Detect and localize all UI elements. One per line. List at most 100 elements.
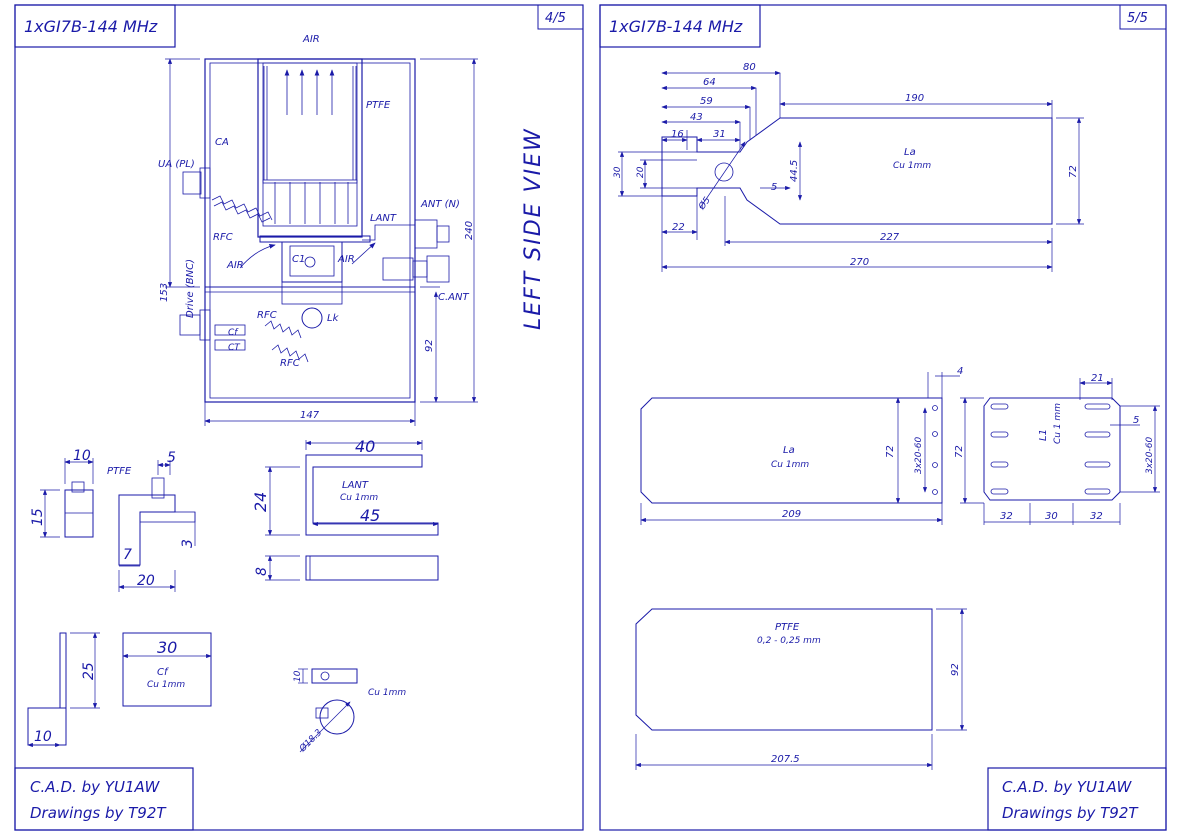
dim-3: 3: [180, 539, 196, 548]
dim-207-5: 207.5: [771, 754, 800, 765]
dim-72-b: 72: [885, 445, 896, 458]
dim-5-r: 5: [771, 182, 777, 193]
label-lant: LANT: [370, 213, 397, 224]
dim-92: 92: [424, 339, 435, 352]
dim-31: 31: [713, 129, 726, 140]
dim-4: 4: [957, 366, 963, 377]
label-l1: L1: [1038, 429, 1049, 441]
holes-label-1: 3x20-60: [914, 437, 924, 474]
sheet-left: 1xGI7B-144 MHz 4/5 LEFT SIDE VIEW: [14, 4, 584, 831]
label-rfc-1: RFC: [213, 232, 233, 243]
dim-80: 80: [743, 62, 756, 73]
sheet-right: 1xGI7B-144 MHz 5/5: [599, 4, 1167, 831]
clamp-part: [298, 668, 358, 753]
dim-phi-18-3: Ø18.3: [297, 727, 325, 755]
title-box-left: [14, 4, 176, 48]
credit-drawings-left: Drawings by T92T: [30, 804, 167, 822]
dim-32-b: 32: [1090, 511, 1103, 522]
label-cu-r3: Cu 1 mm: [1053, 403, 1063, 444]
dim-22: 22: [672, 222, 685, 233]
dim-7: 7: [123, 547, 132, 563]
dim-43: 43: [690, 112, 703, 123]
label-drive: Drive (BNC): [185, 259, 196, 318]
dim-209: 209: [782, 509, 801, 520]
dim-25: 25: [81, 662, 97, 680]
dim-44-5: 44.5: [789, 160, 800, 182]
label-rfc-2: RFC: [257, 310, 277, 321]
label-ua: UA (PL): [158, 159, 195, 170]
label-ptfe-r: PTFE: [775, 622, 800, 633]
dim-30: 30: [157, 638, 177, 657]
credit-drawings-right: Drawings by T92T: [1002, 804, 1139, 822]
holes-label-2: 3x20-60: [1145, 437, 1155, 474]
label-cf-2: Cf: [157, 667, 169, 678]
label-cu-1: Cu 1mm: [340, 493, 378, 503]
label-air-left: AIR: [226, 260, 244, 271]
dim-40: 40: [355, 437, 375, 456]
dim-92-r: 92: [950, 663, 961, 676]
dim-5: 5: [167, 450, 176, 466]
dim-270: 270: [850, 257, 869, 268]
credit-box-right: [987, 767, 1167, 831]
label-c-ant: C.ANT: [438, 292, 469, 303]
ptfe-sheet: [635, 608, 967, 770]
dim-30-r: 30: [613, 166, 623, 178]
dim-phi-5: Ø5: [696, 195, 713, 213]
label-ptfe-2: PTFE: [107, 466, 132, 477]
dim-5-b: 5: [1133, 415, 1139, 426]
dim-59: 59: [700, 96, 713, 107]
label-ptfe: PTFE: [366, 100, 391, 111]
page-box-left: [537, 4, 584, 30]
credit-cad-right: C.A.D. by YU1AW: [1002, 778, 1132, 796]
dim-10-c: 10: [293, 670, 303, 682]
label-c1: C1: [292, 254, 305, 265]
label-ca: CA: [215, 137, 229, 148]
label-lk: Lk: [327, 313, 340, 324]
title-right: 1xGI7B-144 MHz: [609, 17, 743, 36]
cf-plate: [122, 632, 212, 707]
page-number-left: 4/5: [545, 11, 566, 26]
dim-10-b: 10: [34, 729, 52, 745]
dim-21: 21: [1091, 373, 1104, 384]
l-bracket: [27, 632, 100, 748]
sheet-right-border: [599, 4, 1167, 831]
dim-8: 8: [254, 567, 270, 576]
label-la-2: La: [783, 445, 795, 456]
dim-72-c: 72: [954, 445, 965, 458]
credit-cad-left: C.A.D. by YU1AW: [30, 778, 160, 796]
clip-part: [40, 458, 94, 538]
dim-240: 240: [464, 221, 475, 240]
dim-147: 147: [300, 410, 320, 421]
dim-72-a: 72: [1068, 165, 1079, 178]
page-box-right: [1119, 4, 1167, 30]
dim-15: 15: [30, 508, 46, 526]
la-strip-bottom: [640, 372, 960, 525]
dim-64: 64: [703, 77, 716, 88]
rfc-coil-lower: [264, 320, 309, 363]
label-ant: ANT (N): [420, 199, 460, 210]
label-air-top: AIR: [302, 34, 320, 45]
ptfe-bracket: [118, 460, 196, 592]
dim-190: 190: [905, 93, 924, 104]
dim-227: 227: [880, 232, 900, 243]
label-air-right: AIR: [337, 254, 355, 265]
dim-32-a: 32: [1000, 511, 1013, 522]
label-cu-r2: Cu 1mm: [771, 460, 809, 470]
l1-plate: [960, 378, 1160, 525]
label-la-1: La: [904, 147, 916, 158]
dim-10-a: 10: [73, 448, 91, 464]
dim-20: 20: [137, 573, 155, 589]
dim-16: 16: [671, 129, 684, 140]
label-cf: Cf: [228, 328, 239, 338]
dim-45: 45: [360, 506, 380, 525]
credit-box-left: [14, 767, 194, 831]
label-cu-r1: Cu 1mm: [893, 161, 931, 171]
dim-20-r: 20: [636, 166, 646, 178]
title-box-right: [599, 4, 761, 48]
label-thickness: 0,2 - 0,25 mm: [757, 636, 821, 646]
title-left: 1xGI7B-144 MHz: [24, 17, 158, 36]
view-label: LEFT SIDE VIEW: [521, 127, 546, 330]
dim-153: 153: [159, 283, 170, 302]
label-cu-3: Cu 1mm: [368, 688, 406, 698]
page-number-right: 5/5: [1127, 11, 1148, 26]
